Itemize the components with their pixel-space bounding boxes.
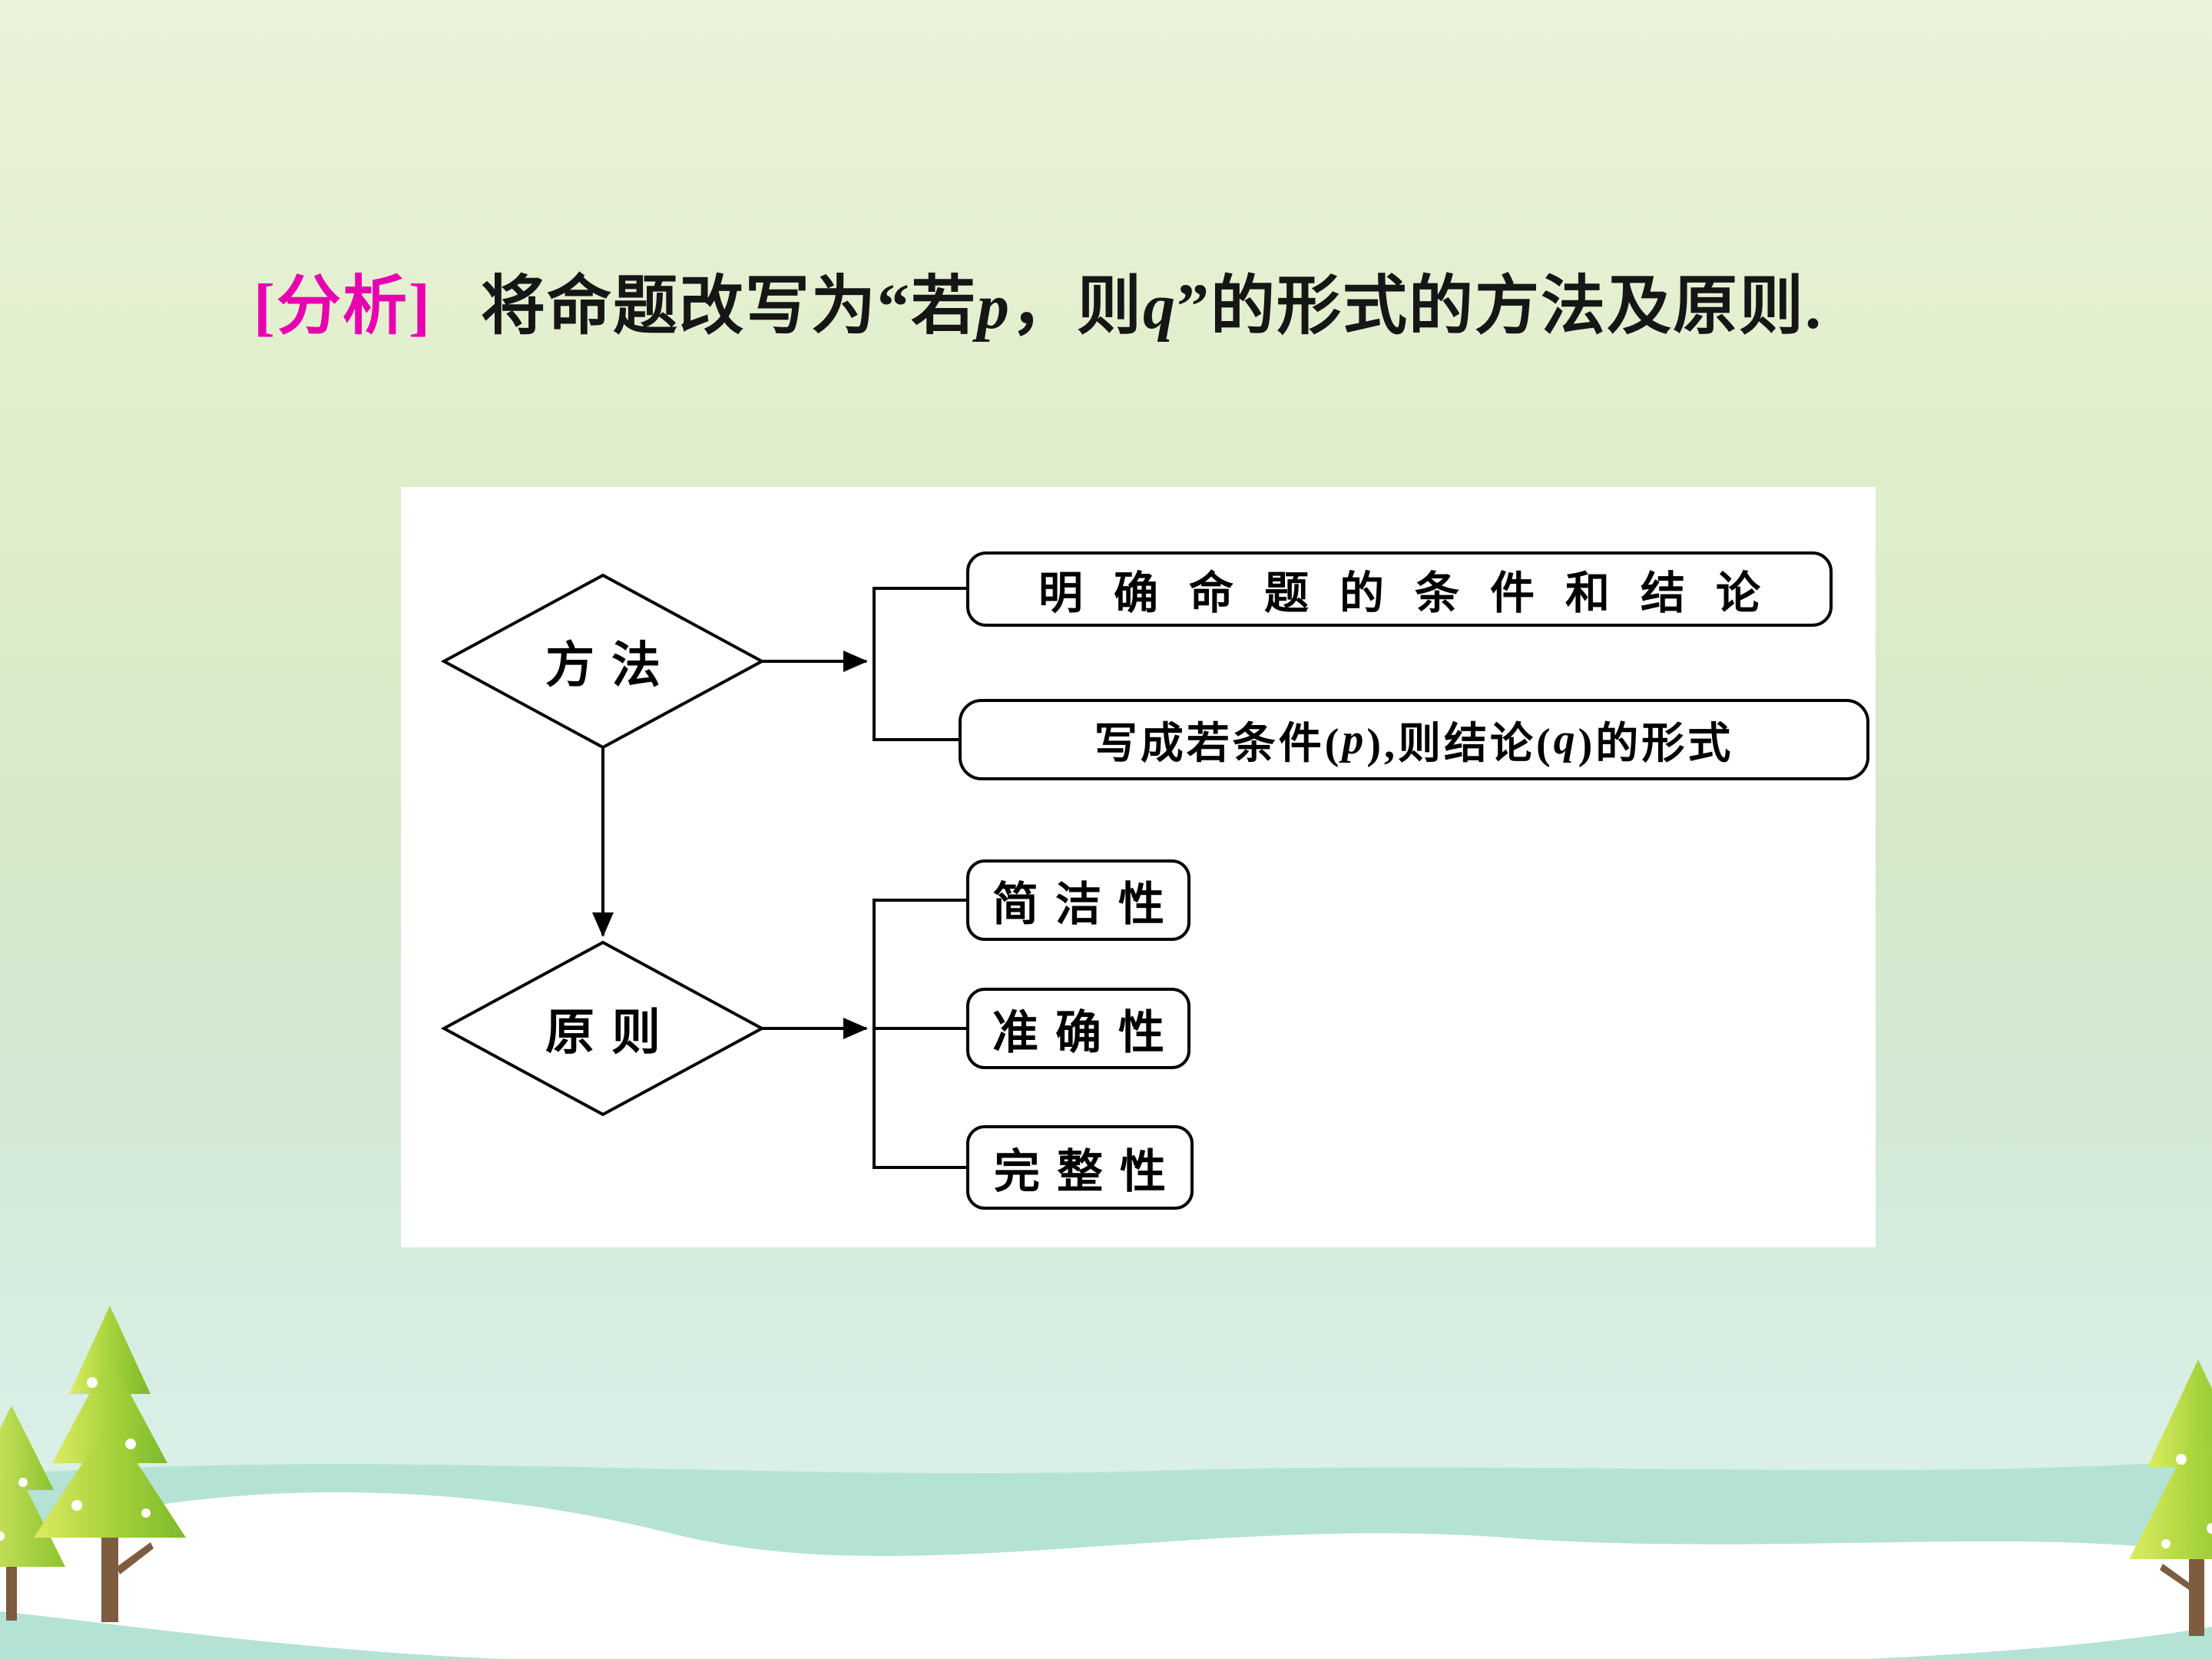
principle-item-3-box: 完整性 xyxy=(966,1125,1194,1210)
principle-diamond-shape xyxy=(440,940,766,1117)
method-step-2-var-q: q xyxy=(1553,716,1578,763)
small-left-tree xyxy=(0,1406,65,1621)
principle-item-2-box: 准确性 xyxy=(966,988,1190,1069)
method-step-2-box: 写成若条件(p),则结论(q)的形式 xyxy=(959,699,1869,780)
flowchart-connector-lines xyxy=(440,573,969,1169)
method-step-2-segment: )的形式 xyxy=(1578,720,1734,768)
method-step-2-segment: ),则结论( xyxy=(1366,720,1554,768)
slide-title: [分析] 将命题改写为“若p，则q”的形式的方法及原则. xyxy=(253,270,1823,345)
analysis-tag: [分析] xyxy=(253,271,432,343)
title-var-q: q xyxy=(1142,271,1177,343)
right-tree xyxy=(2129,1359,2212,1636)
method-step-2-segment: 写成若条件( xyxy=(1094,720,1343,768)
method-diamond: 方法 xyxy=(545,638,677,693)
title-text-segment: ，则 xyxy=(1010,271,1143,343)
flowchart-panel: 方法 原则 明确命题的条件和结论 写成若条件(p),则结论(q)的形式 简洁性 … xyxy=(401,487,1876,1247)
title-text-segment: 将命题改写为“若 xyxy=(480,271,977,343)
title-text-segment: ”的形式的方法及原则. xyxy=(1176,271,1823,343)
title-var-p: p xyxy=(976,271,1011,343)
method-step-2-var-p: p xyxy=(1342,716,1367,763)
principle-diamond: 原则 xyxy=(545,1005,677,1060)
snow-hills xyxy=(0,1492,2212,1659)
method-step-1-box: 明确命题的条件和结论 xyxy=(966,551,1833,627)
left-tree xyxy=(34,1306,186,1622)
winter-scenery xyxy=(0,1306,2212,1659)
principle-item-1-box: 简洁性 xyxy=(966,859,1190,941)
